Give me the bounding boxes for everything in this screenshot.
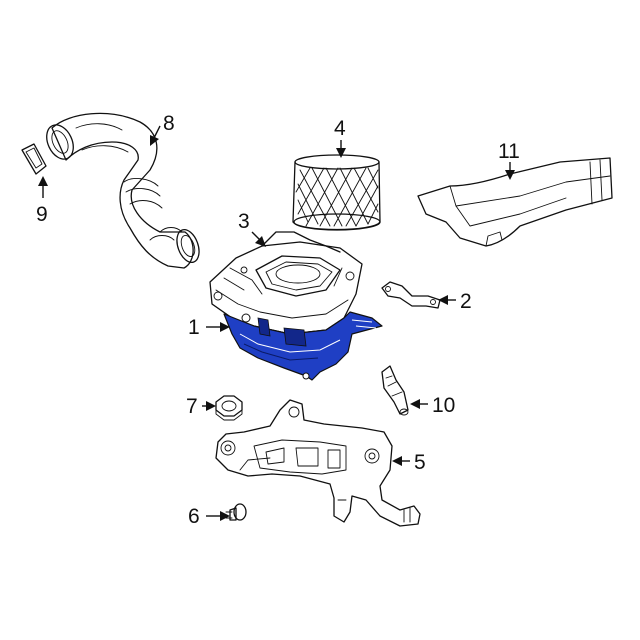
callout-1: 1	[188, 316, 200, 339]
part-4-filter-element[interactable]	[292, 154, 381, 231]
callout-9: 9	[36, 203, 48, 226]
callout-7: 7	[186, 395, 198, 418]
part-11-air-duct[interactable]	[417, 157, 613, 247]
callout-leaders	[38, 125, 515, 521]
callout-2: 2	[460, 290, 472, 313]
part-7-nut[interactable]	[215, 395, 243, 421]
part-2-bracket[interactable]	[381, 281, 441, 309]
callout-6: 6	[188, 505, 200, 528]
callout-4: 4	[334, 117, 346, 140]
callout-10: 10	[432, 394, 455, 417]
part-6-push-pin[interactable]	[225, 503, 247, 521]
callout-labels: 1 2 3 4 5 6 7 8 9 10 11	[36, 112, 520, 528]
part-8-intake-hose[interactable]	[42, 112, 204, 269]
callout-5: 5	[414, 451, 426, 474]
part-10-sensor[interactable]	[381, 365, 409, 416]
callout-11: 11	[498, 140, 520, 163]
part-1-housing-body[interactable]	[223, 311, 383, 381]
part-9-clamp[interactable]	[21, 143, 47, 175]
callout-8: 8	[163, 112, 175, 135]
part-5-support-bracket[interactable]	[215, 399, 421, 527]
callout-3: 3	[238, 210, 250, 233]
